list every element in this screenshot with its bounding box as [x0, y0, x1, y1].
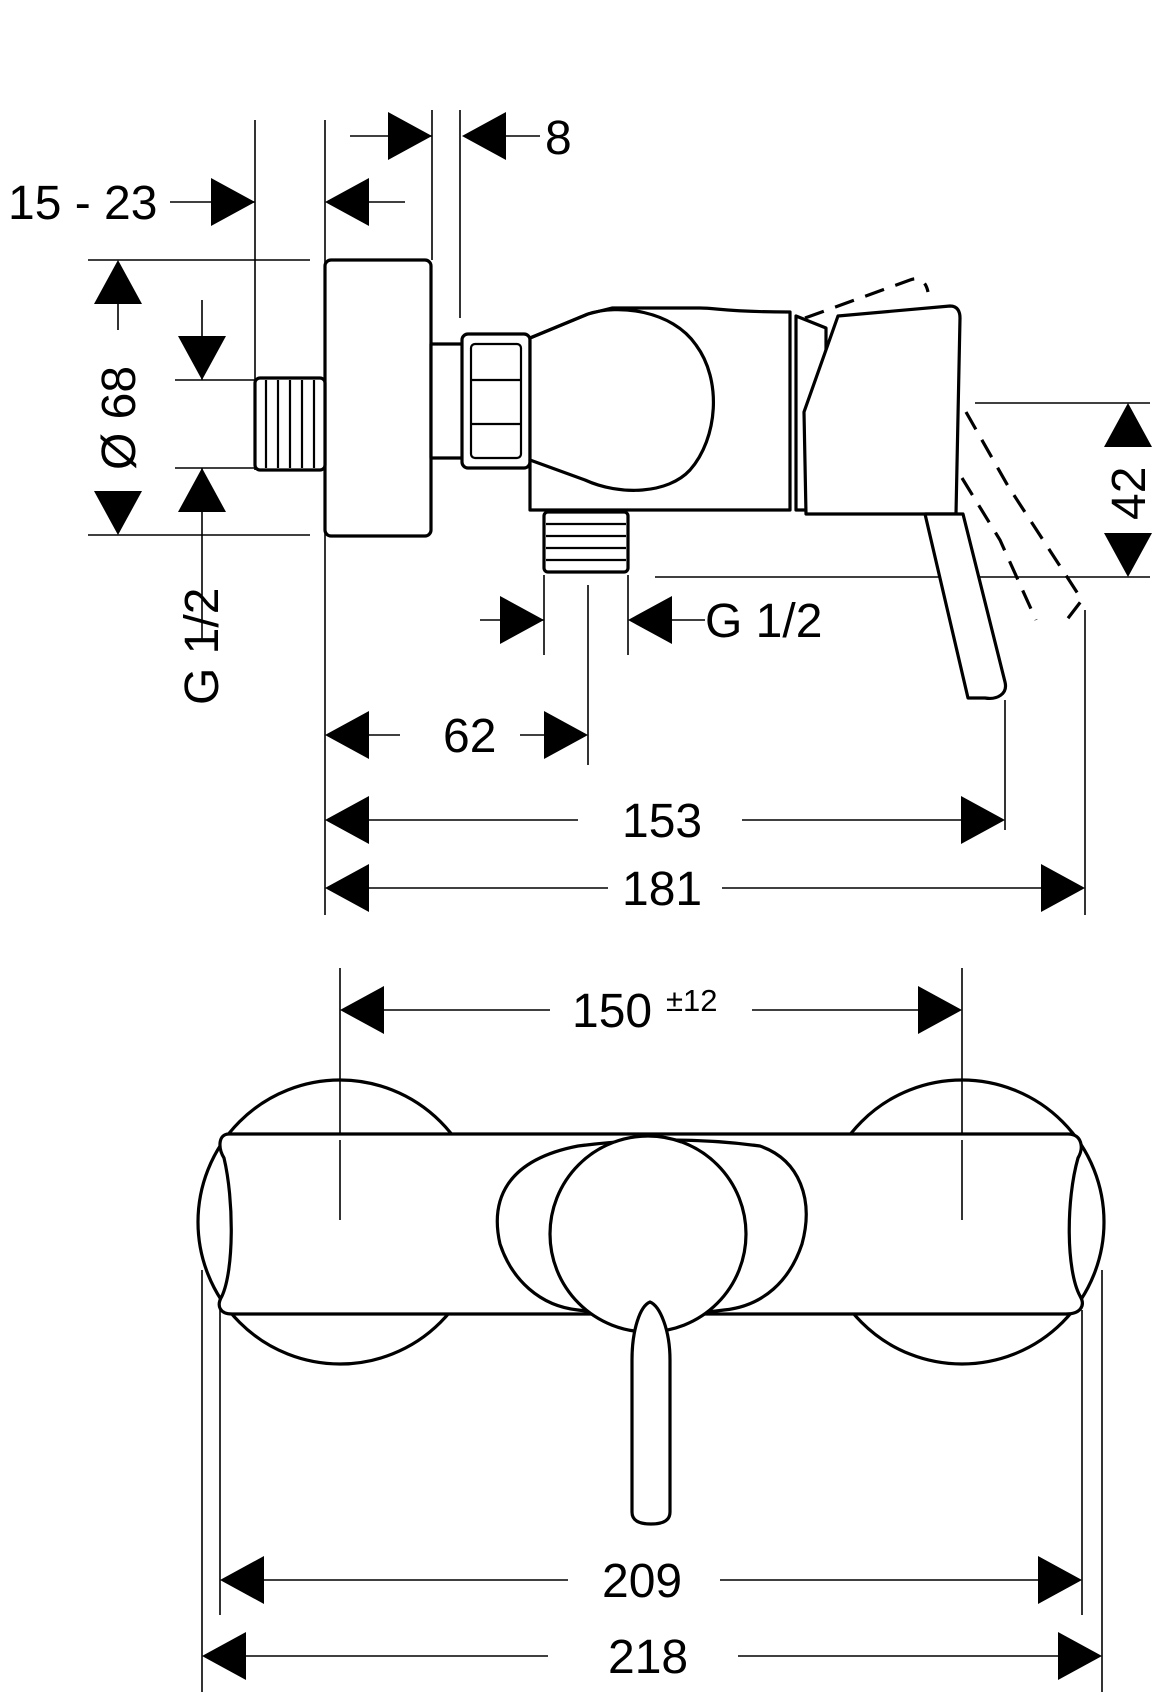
dim-depth-lever: 153: [325, 795, 1005, 848]
wall-rosette: [323, 258, 433, 538]
dim-projection: 8: [350, 112, 572, 165]
cartridge-housing: [495, 1138, 808, 1317]
dim-outlet-thread: G 1/2: [480, 595, 822, 648]
dim-depth-total: 181: [325, 863, 1085, 916]
label-wall-range: 15 - 23: [8, 177, 157, 230]
inlet-thread-shape: [253, 376, 327, 472]
label-outlet-offset: 62: [443, 710, 496, 763]
label-inlet-thread: G 1/2: [176, 588, 229, 705]
connector-stub: [429, 342, 465, 460]
dim-diameter: Ø 68: [93, 260, 146, 535]
label-depth-total: 181: [622, 863, 702, 916]
dim-center-distance: 150 ±12: [340, 983, 962, 1038]
handle-closed: [802, 304, 1008, 700]
top-view: 150 ±12 209 218: [196, 968, 1106, 1692]
dim-body-width: 209: [220, 1555, 1082, 1608]
dim-wall-range: 15 - 23: [8, 177, 405, 230]
label-center-tolerance: ±12: [666, 983, 718, 1018]
mixer-body: [528, 306, 792, 512]
label-depth-lever: 153: [622, 795, 702, 848]
dim-lever-height: 42: [1103, 403, 1156, 577]
label-overall-width: 218: [608, 1631, 688, 1684]
dim-outlet-offset: 62: [325, 710, 588, 763]
label-body-width: 209: [602, 1555, 682, 1608]
label-center-distance: 150: [572, 985, 652, 1038]
dim-inlet-thread: G 1/2: [176, 336, 229, 705]
handle-open-dashed: [804, 277, 1084, 627]
label-lever-height: 42: [1103, 467, 1156, 520]
label-diameter: Ø 68: [93, 366, 146, 470]
dim-overall-width: 218: [202, 1631, 1102, 1684]
label-outlet-thread: G 1/2: [705, 595, 822, 648]
outlet-thread-shape: [542, 510, 630, 574]
label-projection: 8: [545, 112, 572, 165]
side-view: 8 15 - 23 Ø 68 G 1/2: [8, 110, 1156, 916]
lever: [630, 1300, 672, 1526]
hex-nut: [460, 332, 532, 470]
